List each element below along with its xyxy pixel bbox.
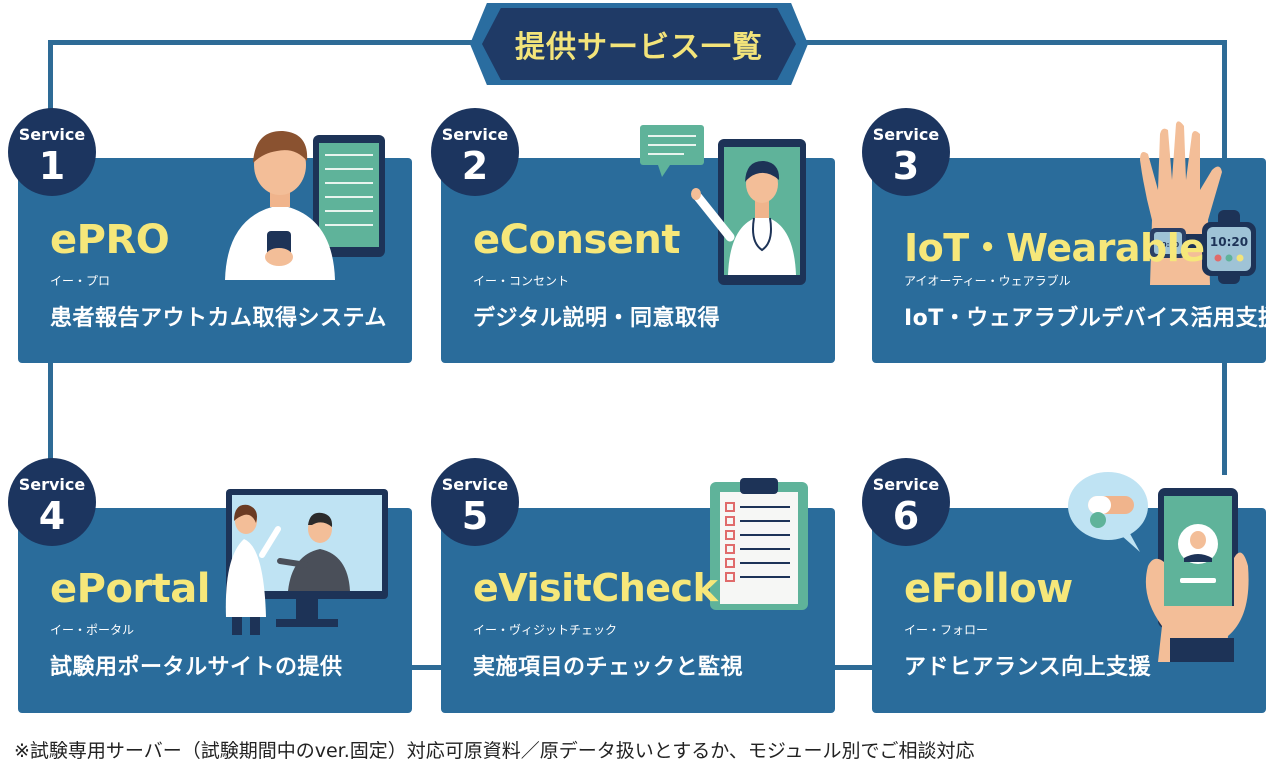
service-kana-3: アイオーティー・ウェアラブル <box>904 274 1071 288</box>
service-name-1: ePRO <box>50 217 170 263</box>
smartwatch-icon: 10:20 10:20 <box>1140 121 1256 285</box>
service-name-2: eConsent <box>473 217 680 263</box>
frame-line-right-mid <box>1222 360 1227 475</box>
service-desc-4: 試験用ポータルサイトの提供 <box>50 655 343 680</box>
service-badge-2: Service 2 <box>431 108 519 196</box>
service-name-5: eVisitCheck <box>473 566 718 610</box>
service-desc-5: 実施項目のチェックと監視 <box>473 655 744 680</box>
service-badge-6: Service 6 <box>862 458 950 546</box>
service-desc-2: デジタル説明・同意取得 <box>473 306 721 331</box>
frame-line-right-top <box>1222 40 1227 160</box>
title-banner: 提供サービス一覧 <box>482 8 796 80</box>
service-name-3: IoT・Wearable <box>904 226 1205 270</box>
service-kana-2: イー・コンセント <box>473 274 570 288</box>
service-kana-4: イー・ポータル <box>50 623 135 637</box>
service-desc-6: アドヒアランス向上支援 <box>904 655 1152 680</box>
small-watch-time: 10:20 <box>1157 241 1179 249</box>
doctor-phone-icon <box>640 125 806 285</box>
frame-line-bottom-right <box>830 665 875 670</box>
service-name-6: eFollow <box>904 566 1073 612</box>
service-name-4: ePortal <box>50 566 210 612</box>
service-badge-5: Service 5 <box>431 458 519 546</box>
service-kana-5: イー・ヴィジットチェック <box>473 623 618 637</box>
frame-line-bottom-left <box>405 665 445 670</box>
service-badge-3: Service 3 <box>862 108 950 196</box>
frame-line-left-mid <box>48 360 53 475</box>
phone-pill-icon <box>1068 472 1249 662</box>
clipboard-checklist-icon <box>710 478 808 610</box>
large-watch-time: 10:20 <box>1210 235 1248 249</box>
footnote: ※試験専用サーバー（試験期間中のver.固定）対応可原資料／原データ扱いとするか… <box>14 740 975 762</box>
monitor-meeting-icon <box>225 489 388 635</box>
frame-line-left-top <box>48 40 53 130</box>
frame-line-top-left <box>50 40 475 45</box>
service-badge-4: Service 4 <box>8 458 96 546</box>
service-badge-1: Service 1 <box>8 108 96 196</box>
frame-line-top-right <box>803 40 1227 45</box>
service-kana-6: イー・フォロー <box>904 623 989 637</box>
page-title: 提供サービス一覧 <box>515 30 763 65</box>
service-desc-3: IoT・ウェアラブルデバイス活用支援 <box>904 306 1280 331</box>
service-kana-1: イー・プロ <box>50 274 111 288</box>
person-tablet-icon <box>225 130 385 280</box>
service-desc-1: 患者報告アウトカム取得システム <box>50 306 387 331</box>
